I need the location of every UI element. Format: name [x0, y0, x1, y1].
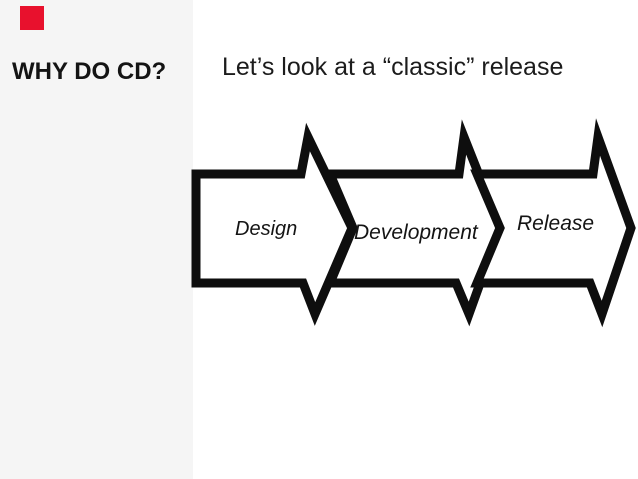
stage-label-release: Release [517, 212, 595, 235]
stage-label-development: Development [354, 221, 478, 244]
chevron-release [470, 118, 636, 328]
stage-label-design: Design [235, 218, 298, 240]
sidebar: WHY DO CD? [0, 0, 193, 479]
red-accent-square [20, 6, 44, 30]
slide-title: Let’s look at a “classic” release [222, 53, 564, 81]
sidebar-title: WHY DO CD? [12, 58, 167, 85]
chevron-development [323, 119, 505, 327]
